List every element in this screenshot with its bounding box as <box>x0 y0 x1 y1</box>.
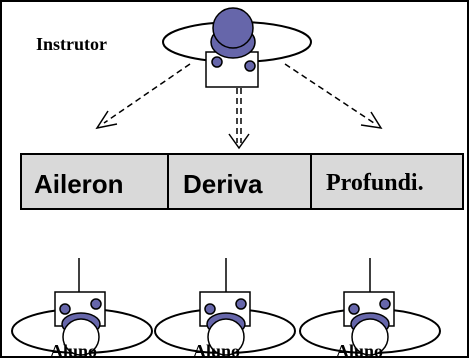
student-2-right-hand <box>235 298 247 310</box>
arrow-left-head <box>95 110 118 130</box>
student-3-head <box>351 318 389 356</box>
student-3-left-hand <box>348 303 360 315</box>
instruction-arrows <box>95 63 383 150</box>
student-3-label: Aluno <box>336 341 383 358</box>
instructor-left-hand <box>211 56 223 68</box>
arrow-right-head <box>360 111 383 129</box>
arrow-center-head <box>228 133 250 150</box>
control-deriva-label: Deriva <box>183 169 263 199</box>
instructor-label: Instrutor <box>36 34 107 54</box>
student-figure-1: Aluno <box>11 258 153 358</box>
controls-panel <box>20 153 464 210</box>
student-1-left-hand <box>59 303 71 315</box>
instructor-right-hand <box>244 60 256 72</box>
instructor-figure: Instrutor <box>36 7 312 88</box>
arrow-right-line <box>284 63 375 124</box>
student-2-left-hand <box>204 303 216 315</box>
control-profundidade-label: Profundi. <box>326 170 424 196</box>
control-boxes: Aileron Deriva Profundi. <box>20 153 464 210</box>
student-figure-3: Aluno <box>299 258 441 358</box>
student-1-label: Aluno <box>50 341 97 358</box>
student-3-right-hand <box>379 298 391 310</box>
instructor-head <box>212 7 254 49</box>
student-2-head <box>207 318 245 356</box>
student-figure-2: Aluno <box>154 258 296 358</box>
arrow-left-line <box>103 63 191 124</box>
student-2-label: Aluno <box>193 341 240 358</box>
student-1-right-hand <box>90 298 102 310</box>
student-1-head <box>62 318 100 356</box>
control-aileron-label: Aileron <box>34 169 124 199</box>
